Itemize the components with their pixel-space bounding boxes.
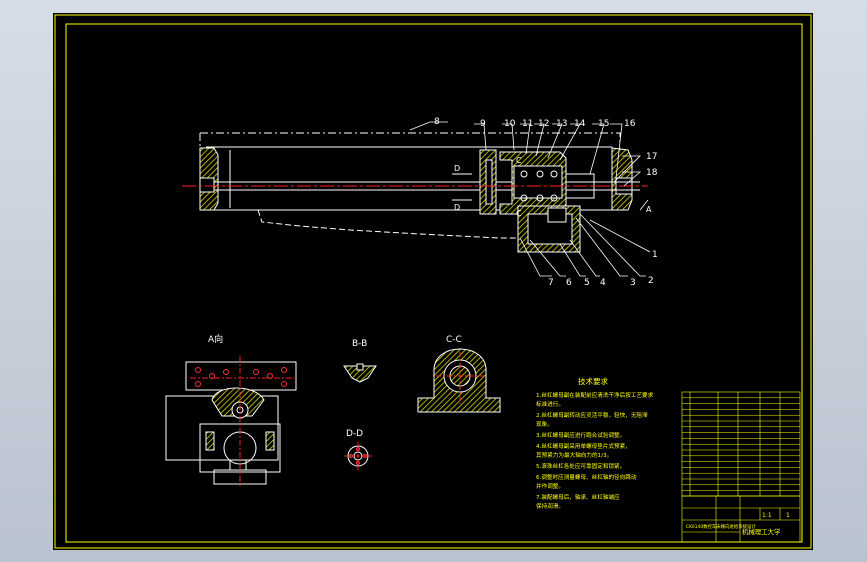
a-view: A向 bbox=[165, 333, 297, 486]
part-label-1: 1 bbox=[652, 250, 658, 260]
part-label-8: 8 bbox=[434, 117, 440, 127]
tech-req-line: 现象。 bbox=[536, 420, 553, 428]
tech-req-line: 并作调整。 bbox=[536, 482, 564, 490]
d-d-section: D-D bbox=[344, 429, 372, 470]
tech-req-line: 7.装配螺母后，轴承、丝杠轴端应 bbox=[536, 493, 620, 501]
tech-req-line: 2.丝杠螺母副转动应灵活平稳，轻快，无阻滞 bbox=[536, 411, 648, 419]
tech-req-line: 5.滚珠丝杠各处应可靠固定和锁紧。 bbox=[536, 462, 625, 470]
tech-req-line: 6.调整时应测量螺母、丝杠轴的径向跳动 bbox=[536, 473, 637, 481]
title-block bbox=[681, 495, 801, 543]
part-label-15: 15 bbox=[598, 119, 609, 129]
title-block-sheet: 1 bbox=[786, 512, 790, 519]
tech-requirements: 技术要求 1.丝杠螺母副在装配前应清洗干净后按工艺要求 标准进行。 2.丝杠螺母… bbox=[536, 376, 654, 510]
part-label-5: 5 bbox=[584, 278, 590, 288]
tech-req-line: 3.丝杠螺母副应进行跑合试验调整。 bbox=[536, 431, 625, 439]
main-assembly-view bbox=[199, 132, 640, 253]
section-marks: D D C C A bbox=[454, 156, 652, 218]
part-label-9: 9 bbox=[480, 119, 486, 129]
title-block-text: 1:1 1 CK6140数控车床横向进给系统设计 机械理工大学 bbox=[686, 512, 790, 536]
outer-border bbox=[54, 14, 812, 549]
d-d-title: D-D bbox=[346, 429, 363, 439]
part-label-7: 7 bbox=[548, 278, 554, 288]
part-label-14: 14 bbox=[574, 119, 586, 129]
view-arrow-a: A bbox=[646, 205, 652, 214]
section-mark-c-top: C bbox=[516, 156, 522, 165]
title-block-scale: 1:1 bbox=[762, 512, 772, 519]
title-block-design-title: CK6140数控车床横向进给系统设计 bbox=[686, 523, 756, 530]
part-leaders bbox=[409, 121, 651, 277]
section-mark-d-top: D bbox=[454, 164, 460, 173]
b-b-section: B-B bbox=[343, 339, 377, 383]
c-c-title: C-C bbox=[446, 335, 462, 345]
part-label-10: 10 bbox=[504, 119, 516, 129]
inner-border bbox=[65, 23, 803, 543]
part-label-17: 17 bbox=[646, 152, 657, 162]
tech-req-line: 4.丝杠螺母副采用单螺母垫片式预紧， bbox=[536, 442, 631, 450]
tech-req-title: 技术要求 bbox=[578, 376, 608, 386]
part-label-4: 4 bbox=[600, 278, 606, 288]
part-label-13: 13 bbox=[556, 119, 567, 129]
tech-req-line: 其预紧力为最大轴向力的1/3。 bbox=[536, 451, 612, 459]
part-number-labels: 1 2 3 4 5 6 7 8 9 10 11 12 13 14 15 16 1… bbox=[434, 117, 658, 288]
parts-list-rows bbox=[682, 397, 800, 491]
c-c-section: C-C bbox=[417, 335, 501, 413]
tech-req-line: 标准进行。 bbox=[536, 400, 564, 408]
part-label-6: 6 bbox=[566, 278, 572, 288]
tech-req-line: 1.丝杠螺母副在装配前应清洗干净后按工艺要求 bbox=[536, 391, 654, 399]
section-mark-d-bottom: D bbox=[454, 203, 460, 212]
part-label-3: 3 bbox=[630, 278, 636, 288]
part-label-12: 12 bbox=[538, 119, 549, 129]
tech-req-line: 保持润滑。 bbox=[536, 502, 564, 510]
title-block-school: 机械理工大学 bbox=[742, 527, 781, 536]
a-view-title: A向 bbox=[208, 333, 223, 345]
part-label-16: 16 bbox=[624, 119, 636, 129]
part-label-2: 2 bbox=[648, 276, 654, 286]
section-mark-c-bottom: C bbox=[516, 209, 522, 218]
b-b-title: B-B bbox=[352, 339, 367, 349]
drawing-sheet bbox=[53, 13, 813, 550]
part-label-18: 18 bbox=[646, 168, 658, 178]
part-label-11: 11 bbox=[522, 119, 533, 129]
